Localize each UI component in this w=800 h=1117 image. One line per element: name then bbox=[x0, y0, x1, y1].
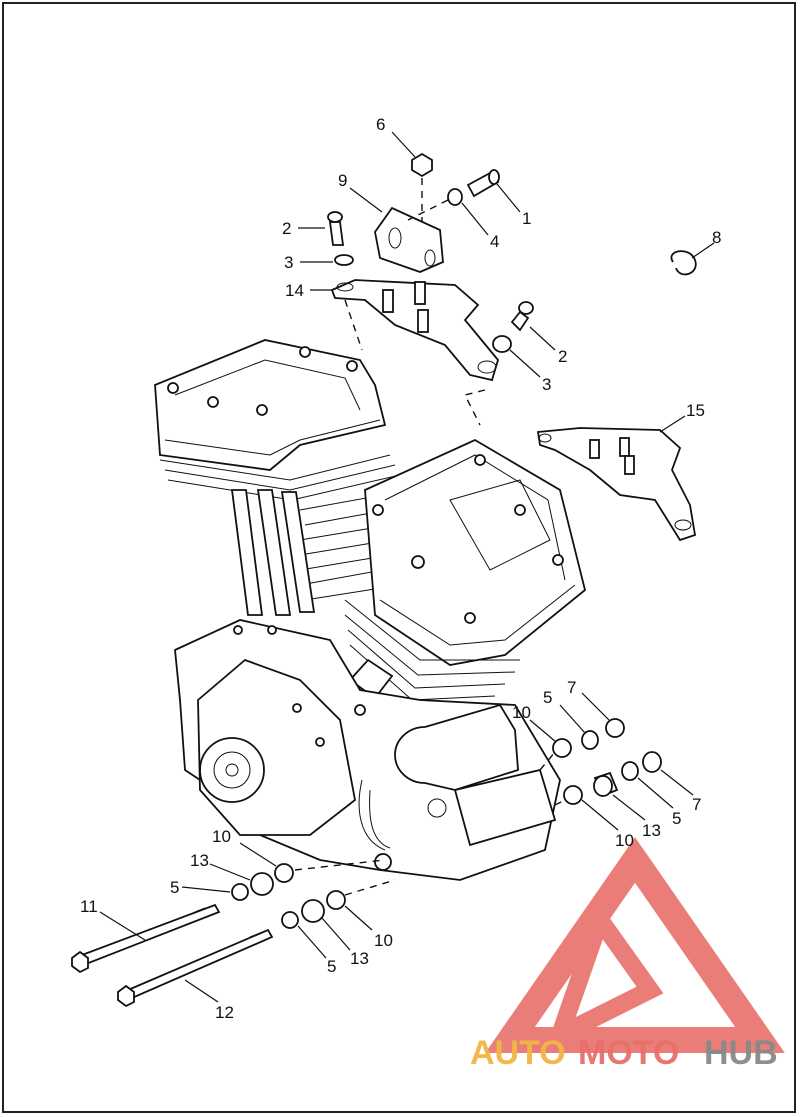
part-10-spacer-left-lower bbox=[326, 890, 346, 910]
part-13-bushing-left-lower bbox=[301, 899, 325, 923]
callout-labels: 6 9 1 4 2 3 14 2 3 8 15 10 5 7 10 13 5 7… bbox=[80, 115, 721, 1022]
callout-12: 12 bbox=[215, 1003, 234, 1022]
leader-lines bbox=[99, 131, 715, 1003]
callout-11: 11 bbox=[80, 897, 98, 916]
part-3-washer-left bbox=[334, 254, 354, 266]
callout-13-left-upper: 13 bbox=[190, 851, 209, 870]
callout-14: 14 bbox=[285, 281, 304, 300]
part-15-bracket bbox=[536, 427, 697, 542]
watermark-hub: HUB bbox=[704, 1034, 778, 1072]
callout-13-lower-right: 13 bbox=[642, 821, 661, 840]
callout-9: 9 bbox=[338, 171, 347, 190]
part-8-clip bbox=[670, 250, 697, 276]
callout-10-left-lower: 10 bbox=[374, 931, 393, 950]
part-5-washer-lower-right bbox=[621, 761, 639, 781]
part-5-washer-left-upper bbox=[231, 883, 249, 901]
watermark-text: AUTO MOTO HUB bbox=[470, 1034, 778, 1072]
part-13-bushing-lower-right bbox=[593, 771, 619, 798]
callout-15: 15 bbox=[686, 401, 705, 420]
part-5-washer-upper-right bbox=[581, 730, 599, 750]
part-11-long-bolt bbox=[71, 903, 221, 974]
part-3-washer-right bbox=[492, 335, 512, 353]
part-9-bracket bbox=[374, 206, 444, 273]
callout-3-right: 3 bbox=[542, 375, 551, 394]
part-2-bolt-left bbox=[328, 221, 345, 246]
part-14-bracket bbox=[330, 279, 500, 382]
callout-4: 4 bbox=[490, 232, 499, 251]
part-7-nut-lower-right bbox=[642, 751, 662, 773]
part-5-washer-left-lower bbox=[281, 911, 299, 929]
callout-2-right: 2 bbox=[558, 347, 567, 366]
part-13-bushing-left-upper bbox=[250, 872, 274, 896]
part-10-spacer-lower-right bbox=[563, 785, 583, 805]
callout-5-left-upper: 5 bbox=[170, 878, 179, 897]
callout-10-upper-right: 10 bbox=[512, 703, 531, 722]
part-2-bolt-right bbox=[510, 310, 530, 332]
callout-2-left: 2 bbox=[282, 219, 291, 238]
callout-10-lower-right: 10 bbox=[615, 831, 634, 850]
callout-13-left-lower: 13 bbox=[350, 949, 369, 968]
callout-7-upper-right: 7 bbox=[567, 678, 576, 697]
part-4-washer bbox=[447, 188, 463, 206]
callout-7-lower-right: 7 bbox=[692, 795, 701, 814]
callout-5-lower-right: 5 bbox=[672, 809, 681, 828]
callout-5-left-lower: 5 bbox=[327, 957, 336, 976]
watermark-moto: MOTO bbox=[578, 1034, 679, 1072]
part-12-long-bolt bbox=[117, 928, 274, 1008]
part-7-nut-upper-right bbox=[605, 718, 625, 738]
callout-10-left-upper: 10 bbox=[212, 827, 231, 846]
engine-bolts bbox=[167, 346, 564, 871]
engine-assembly bbox=[154, 339, 587, 881]
watermark-auto: AUTO bbox=[470, 1034, 566, 1072]
part-6-nut bbox=[411, 152, 433, 178]
callout-6: 6 bbox=[376, 115, 385, 134]
part-10-spacer-left-upper bbox=[274, 863, 294, 883]
part-10-spacer-upper-right bbox=[552, 738, 572, 758]
callout-8: 8 bbox=[712, 228, 721, 247]
watermark-logo bbox=[485, 837, 785, 1053]
callout-3-left: 3 bbox=[284, 253, 293, 272]
callout-5-upper-right: 5 bbox=[543, 688, 552, 707]
callout-1: 1 bbox=[522, 209, 531, 228]
